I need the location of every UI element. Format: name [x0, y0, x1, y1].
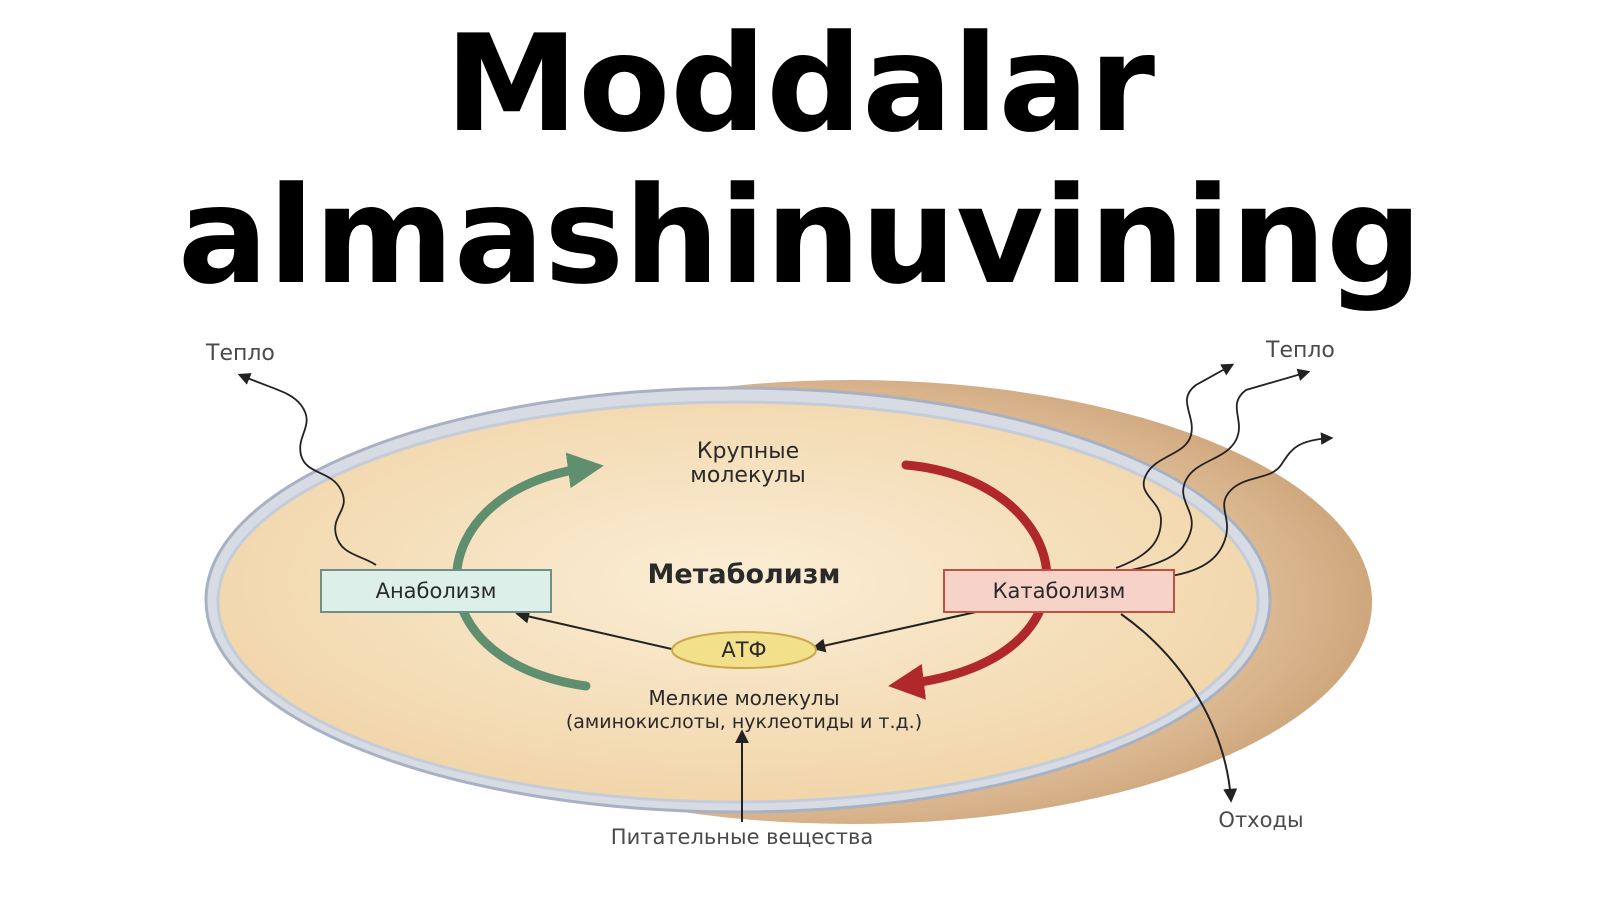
atp-to-anabolism-arrow	[515, 609, 677, 651]
title-line-1: Moddalar	[444, 6, 1156, 162]
catabolism-label: Катаболизм	[993, 579, 1126, 603]
waste-arrow	[1120, 613, 1238, 803]
heat-right-arrow-1	[1115, 363, 1235, 569]
large-molecules-line-2: молекулы	[690, 463, 805, 488]
metabolism-center-label: Метаболизм	[648, 559, 841, 590]
catabolism-to-atp-arrow	[811, 611, 977, 653]
anabolism-box	[320, 569, 552, 613]
nutrients-label: Питательные вещества	[611, 825, 873, 849]
atp-label: АТФ	[721, 638, 766, 662]
anabolism-label: Анаболизм	[376, 579, 497, 603]
heat-right-arrow-3	[1170, 432, 1334, 577]
atp-badge	[671, 631, 817, 669]
heat-label-left: Тепло	[205, 341, 275, 366]
heat-right-arrow-2	[1130, 368, 1311, 571]
small-molecules-line-1: Мелкие молекулы	[649, 686, 840, 710]
heat-label-right: Тепло	[1265, 338, 1335, 363]
catabolism-box	[943, 569, 1175, 613]
waste-label: Отходы	[1218, 808, 1303, 832]
heat-left-arrow	[237, 373, 377, 566]
metabolism-diagram: Тепло Тепло Крупные молекулы Метаболизм …	[176, 330, 1426, 890]
title-line-2: almashinuvining	[177, 158, 1423, 314]
cell-body	[216, 400, 1260, 804]
slide-title: Moddalar almashinuvining	[0, 8, 1600, 312]
small-molecules-line-2: (аминокислоты, нуклеотиды и т.д.)	[566, 711, 922, 733]
large-molecules-line-1: Крупные	[697, 439, 799, 464]
